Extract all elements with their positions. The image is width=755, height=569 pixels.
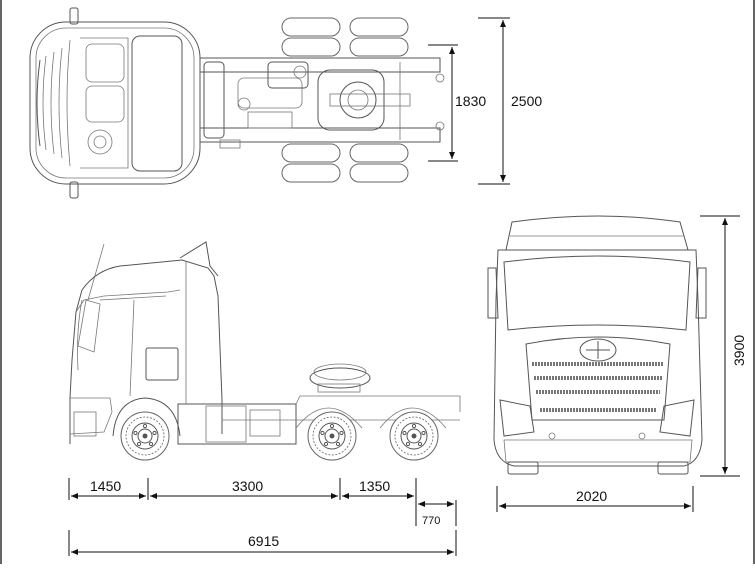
top-frame-rail-upper xyxy=(199,57,441,73)
side-roof-fairing xyxy=(179,241,219,277)
top-cab xyxy=(29,21,201,185)
top-cab-sleeper xyxy=(131,35,183,172)
front-windshield xyxy=(503,255,691,331)
dim-1350-label: 1350 xyxy=(359,478,390,494)
dim-1830-label: 1830 xyxy=(455,93,486,109)
front-cab xyxy=(493,249,703,467)
top-view xyxy=(29,7,510,199)
top-mirror-left xyxy=(69,7,79,25)
dim-2500-label: 2500 xyxy=(511,93,542,109)
front-mirror-left xyxy=(487,267,499,319)
dim-2020-label: 2020 xyxy=(576,488,607,504)
front-headlight-left xyxy=(499,399,535,437)
top-frame-rail-lower xyxy=(199,127,441,143)
side-cab xyxy=(69,259,223,444)
front-headlight-right xyxy=(659,399,695,437)
dim-3300-label: 3300 xyxy=(232,478,263,494)
front-mirror-right xyxy=(695,267,707,319)
front-logo xyxy=(579,338,617,362)
side-view xyxy=(68,241,461,556)
top-fifth-wheel xyxy=(339,81,377,119)
dim-1450-label: 1450 xyxy=(90,478,121,494)
front-grille xyxy=(525,336,671,421)
dim-6915-label: 6915 xyxy=(248,533,279,549)
dim-3900-label: 3900 xyxy=(731,335,747,366)
top-mirror-right xyxy=(69,181,79,199)
front-roof xyxy=(505,215,689,251)
front-view xyxy=(487,215,740,512)
dim-770-label: 770 xyxy=(422,515,440,527)
